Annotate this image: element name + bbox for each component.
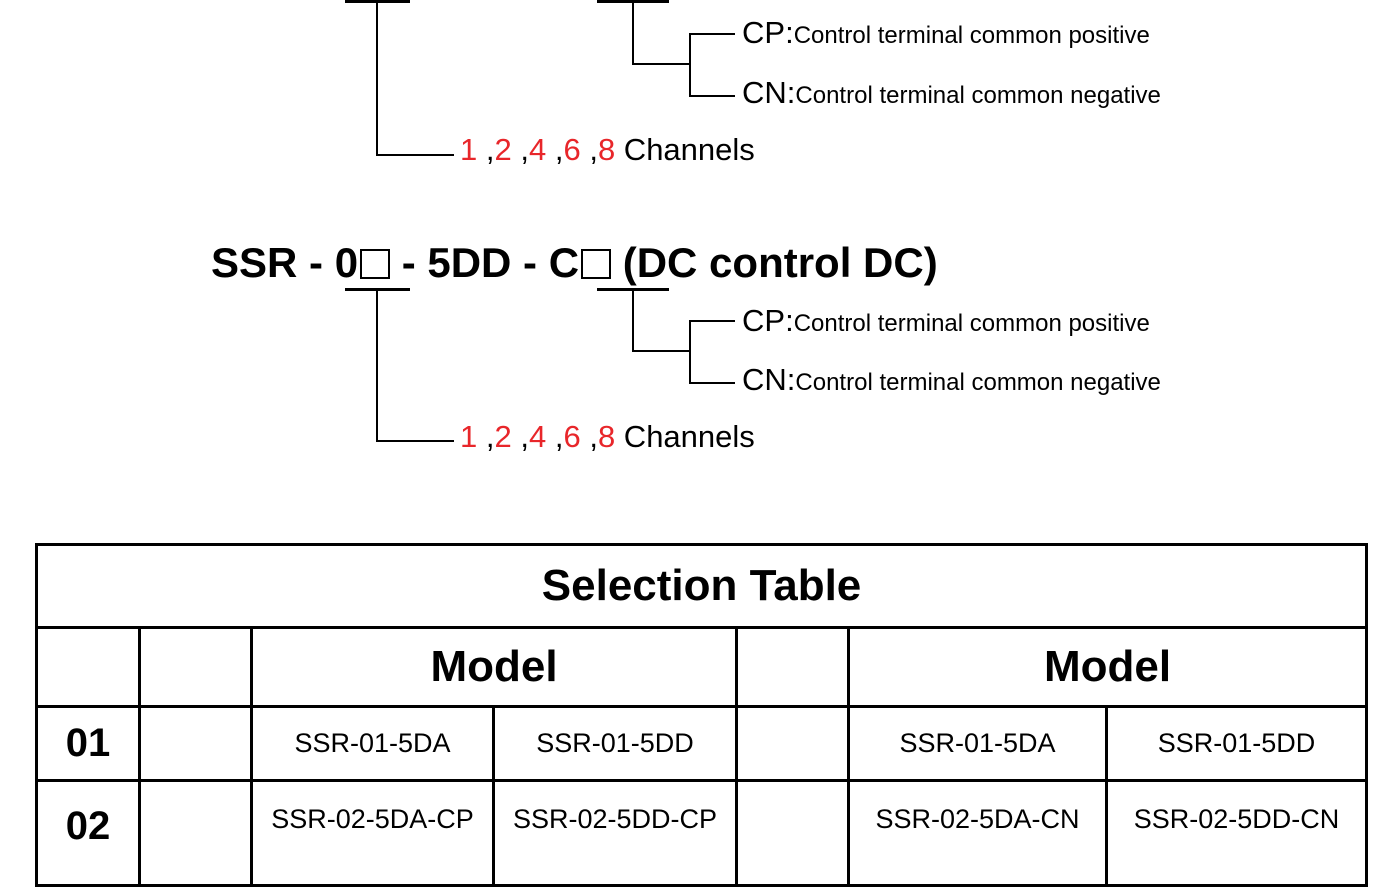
- channels-label: 1 ,2 ,4 ,6 ,8 Channels: [460, 421, 755, 452]
- row-number: 02: [35, 779, 141, 887]
- model-cell: SSR-01-5DD: [492, 705, 738, 782]
- model-cell: SSR-01-5DA: [847, 705, 1108, 782]
- table-title-row: Selection Table: [34, 543, 1369, 629]
- option-sep: :: [786, 362, 796, 397]
- channel-sep: ,: [580, 419, 598, 454]
- option-code: CP: [742, 15, 786, 50]
- channel-number: 6: [563, 132, 581, 167]
- option-code: CN: [742, 75, 787, 110]
- channel-sep: ,: [511, 132, 529, 167]
- option-desc: Control terminal common positive: [793, 22, 1150, 49]
- channel-number: 1: [460, 419, 478, 454]
- channel-number: 6: [563, 419, 581, 454]
- channel-number: 1: [460, 132, 478, 167]
- model-cell: SSR-02-5DD-CN: [1104, 779, 1369, 887]
- table-cell-empty: [138, 705, 253, 782]
- table-row: 01 SSR-01-5DA SSR-01-5DD SSR-01-5DA SSR-…: [35, 705, 1369, 782]
- table-header-row: Model Model: [35, 626, 1369, 708]
- connector-line: [632, 63, 690, 65]
- code-prefix: SSR -: [211, 239, 335, 286]
- option-code: CP: [742, 303, 786, 338]
- table-cell-empty: [735, 779, 850, 887]
- connector-line: [689, 33, 735, 35]
- code-middle: - 5DD -: [390, 239, 549, 286]
- option-sep: :: [785, 15, 794, 50]
- model-header-left: Model: [250, 626, 738, 708]
- option-cp: CP:Control terminal common positive: [742, 17, 1150, 48]
- channel-number: 4: [528, 419, 547, 454]
- option-sep: :: [785, 303, 794, 338]
- underline-channel-code: [345, 0, 410, 3]
- connector-line: [689, 95, 735, 97]
- code-channel-digit: 0: [334, 239, 359, 286]
- option-cp: CP:Control terminal common positive: [742, 305, 1150, 336]
- channel-sep: ,: [477, 419, 495, 454]
- channel-number: 8: [597, 132, 616, 167]
- channel-number: 4: [528, 132, 547, 167]
- channels-suffix: Channels: [615, 419, 755, 454]
- table-cell-empty: [138, 626, 253, 708]
- channel-number: 2: [494, 132, 512, 167]
- table-title: Selection Table: [34, 543, 1369, 629]
- connector-line: [376, 291, 378, 442]
- channels-label: 1 ,2 ,4 ,6 ,8 Channels: [460, 134, 755, 165]
- connector-line: [689, 320, 735, 322]
- code-description: (DC control DC): [611, 239, 938, 286]
- model-cell: SSR-02-5DA-CN: [847, 779, 1108, 887]
- connector-line: [689, 320, 691, 384]
- connector-line: [632, 350, 690, 352]
- table-row: 02 SSR-02-5DA-CP SSR-02-5DD-CP SSR-02-5D…: [35, 779, 1369, 887]
- row-number: 01: [35, 705, 141, 782]
- option-code: CN: [742, 362, 787, 397]
- channel-sep: ,: [511, 419, 529, 454]
- connector-line: [376, 154, 454, 156]
- channel-number: 8: [597, 419, 616, 454]
- connector-line: [689, 33, 691, 97]
- option-desc: Control terminal common negative: [795, 369, 1161, 396]
- channel-sep: ,: [580, 132, 598, 167]
- underline-channel-code: [345, 288, 410, 291]
- connector-line: [376, 3, 378, 156]
- channel-sep: ,: [546, 419, 564, 454]
- underline-suffix-code: [597, 288, 669, 291]
- model-cell: SSR-01-5DA: [250, 705, 495, 782]
- connector-line: [689, 382, 735, 384]
- table-cell-empty: [735, 705, 850, 782]
- table-cell-empty: [138, 779, 253, 887]
- option-desc: Control terminal common negative: [795, 82, 1161, 109]
- underline-suffix-code: [597, 0, 669, 3]
- model-cell: SSR-02-5DA-CP: [250, 779, 495, 887]
- connector-line: [376, 440, 454, 442]
- option-desc: Control terminal common positive: [793, 310, 1150, 337]
- code-suffix-letter: C: [548, 239, 580, 286]
- channel-sep: ,: [546, 132, 564, 167]
- model-cell: SSR-01-5DD: [1104, 705, 1369, 782]
- connector-line: [632, 291, 634, 352]
- placeholder-box: [581, 249, 612, 279]
- model-cell: SSR-02-5DD-CP: [492, 779, 738, 887]
- placeholder-box: [360, 249, 391, 279]
- table-cell-empty: [735, 626, 850, 708]
- channel-number: 2: [494, 419, 512, 454]
- option-cn: CN:Control terminal common negative: [742, 364, 1161, 395]
- option-sep: :: [786, 75, 796, 110]
- option-cn: CN:Control terminal common negative: [742, 77, 1161, 108]
- model-code-dc: SSR - 0 - 5DD - C (DC control DC): [211, 242, 938, 284]
- table-cell-empty: [35, 626, 141, 708]
- channel-sep: ,: [477, 132, 495, 167]
- selection-table: Selection Table Model Model 01 SSR-01-5D…: [34, 543, 1369, 887]
- connector-line: [632, 3, 634, 65]
- channels-suffix: Channels: [615, 132, 755, 167]
- model-header-right: Model: [846, 626, 1369, 708]
